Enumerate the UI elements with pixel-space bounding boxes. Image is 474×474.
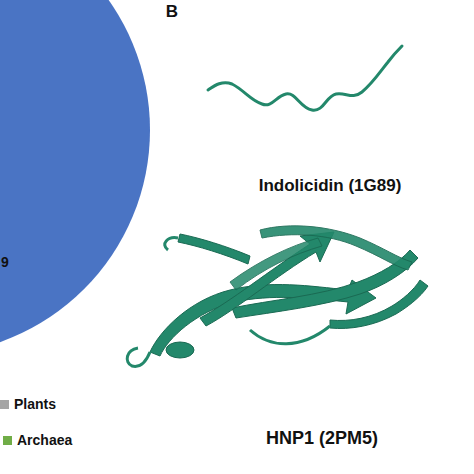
- indolicidin-backbone: [208, 46, 402, 110]
- legend-swatch: [3, 436, 12, 445]
- slice-value: 9: [1, 254, 9, 270]
- pie-chart-disc: 9: [0, 0, 150, 355]
- structure-caption: HNP1 (2PM5): [266, 428, 378, 449]
- structure-caption: Indolicidin (1G89): [259, 176, 402, 196]
- legend-text: Plants: [14, 396, 56, 412]
- hnp1-ribbon: [150, 226, 428, 358]
- hnp1-loop: [127, 348, 150, 366]
- legend-text: Archaea: [17, 432, 72, 448]
- hnp1-loop: [250, 326, 330, 344]
- panel-letter: B: [166, 2, 178, 22]
- hnp1-loop: [165, 238, 178, 250]
- legend-swatch: [0, 400, 9, 409]
